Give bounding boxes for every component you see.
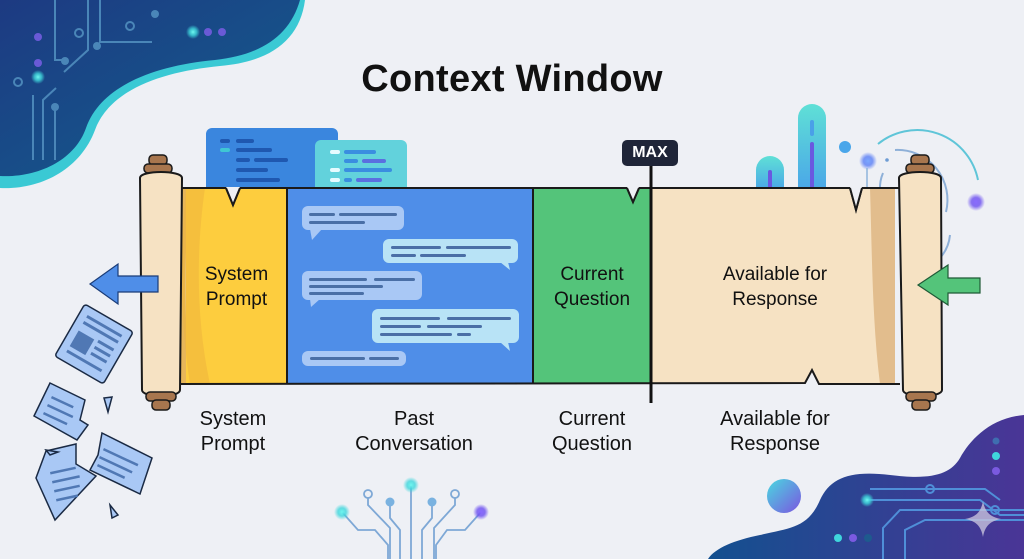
segment-label-system-prompt: System Prompt xyxy=(204,264,269,310)
segment-current-question xyxy=(533,188,651,384)
top-left-circuit-blob xyxy=(0,0,305,189)
code-card-front xyxy=(315,140,407,194)
bottom-right-circuit-blob xyxy=(708,415,1024,559)
discarded-document-fragments xyxy=(33,304,153,522)
caption-current-question: Current Question xyxy=(551,408,633,455)
diagram-title: Context Window xyxy=(361,58,663,100)
scroll xyxy=(138,154,944,411)
left-arrow-icon xyxy=(88,262,159,306)
max-marker-badge: MAX xyxy=(622,140,678,166)
signal-bars-decoration xyxy=(756,104,985,261)
sparkle-icon xyxy=(965,501,1001,537)
chat-bubbles xyxy=(302,206,519,366)
segment-label-available-response: Available for Response xyxy=(722,264,828,310)
code-card-back xyxy=(206,128,338,194)
right-arrow-icon xyxy=(916,263,981,307)
gradient-orb xyxy=(767,479,801,513)
segment-available-response xyxy=(651,188,890,384)
caption-past-conversation: Past Conversation xyxy=(355,408,473,455)
scroll-left-roller xyxy=(138,154,184,411)
bottom-circuit-decoration xyxy=(341,486,482,559)
segment-label-current-question: Current Question xyxy=(553,264,631,310)
caption-system-prompt: System Prompt xyxy=(199,408,267,455)
caption-available-response: Available for Response xyxy=(720,408,830,455)
